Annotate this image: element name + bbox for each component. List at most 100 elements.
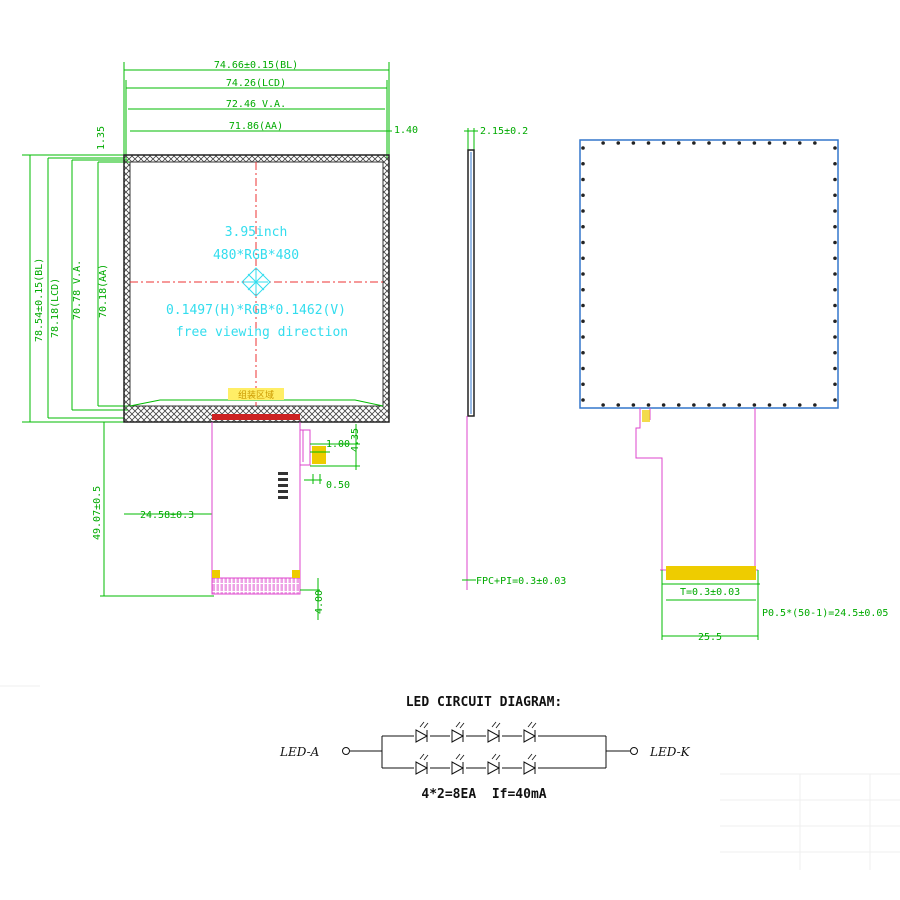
- back-edge-dots: [581, 141, 837, 407]
- edge-dot: [833, 350, 837, 355]
- edge-dot: [581, 303, 585, 308]
- dim-height-bl: 78.54±0.15(BL): [34, 258, 45, 342]
- fpc-tail-back: [635, 408, 758, 571]
- edge-dot: [707, 141, 711, 145]
- edge-dot: [631, 403, 636, 407]
- edge-dot: [601, 403, 605, 407]
- panel-viewing: free viewing direction: [176, 325, 348, 340]
- edge-dot: [782, 403, 787, 407]
- edge-dot: [661, 141, 666, 145]
- dim-fpc-offset: 24.58±0.3: [140, 510, 194, 521]
- back-panel: [579, 139, 839, 409]
- edge-dot: [676, 141, 681, 145]
- edge-dot: [616, 141, 621, 145]
- fpc-connector-tab: [300, 429, 311, 466]
- dim-conn-pitch: 0.50: [326, 480, 350, 491]
- edge-dot: [581, 146, 585, 150]
- edge-dot: [752, 403, 757, 407]
- dim-height-va: 70.78 V.A.: [72, 260, 83, 320]
- dim-fpc-thickness: FPC+PI=0.3±0.03: [476, 576, 566, 587]
- edge-dot: [722, 141, 726, 145]
- edge-dot: [581, 256, 585, 261]
- front-view: 74.66±0.15(BL) 74.26(LCD) 72.46 V.A. 71.…: [22, 60, 418, 620]
- edge-dot: [692, 403, 696, 407]
- dim-pitch-formula: P0.5*(50-1)=24.5±0.05: [762, 608, 888, 619]
- dim-width-aa: 71.86(AA): [229, 121, 283, 132]
- back-view: T=0.3±0.03 P0.5*(50-1)=24.5±0.05 25.5: [579, 139, 888, 643]
- led-diode: [486, 721, 502, 743]
- edge-dot: [581, 161, 585, 166]
- edge-dot: [661, 403, 666, 407]
- side-view: 2.15±0.2 FPC+PI=0.3±0.03: [462, 126, 566, 590]
- dim-conn-height: 4.35: [350, 428, 361, 452]
- dim-top-margin: 1.35: [96, 126, 107, 150]
- led-diode: [450, 721, 466, 743]
- dim-right-margin: 1.40: [394, 125, 418, 136]
- edge-dot: [833, 224, 837, 229]
- panel-pixel-pitch: 0.1497(H)*RGB*0.1462(V): [166, 303, 346, 318]
- edge-dot: [833, 366, 837, 371]
- edge-dot: [833, 303, 837, 308]
- edge-dot: [581, 398, 585, 402]
- red-strip: [212, 414, 300, 420]
- edge-dot: [676, 403, 681, 407]
- led-diode: [522, 721, 538, 743]
- fpc-tail-front: [211, 422, 301, 579]
- edge-dot: [833, 287, 837, 292]
- dim-width-bl: 74.66±0.15(BL): [214, 60, 298, 71]
- led-circuit: LED CIRCUIT DIAGRAM: LED-A LED-K 4*2=8EA…: [279, 695, 691, 802]
- edge-dot: [581, 240, 585, 245]
- edge-dot: [737, 403, 742, 407]
- edge-dot: [833, 335, 837, 339]
- edge-dot: [601, 141, 605, 145]
- connector-pads: [312, 446, 326, 464]
- edge-dot: [581, 382, 585, 387]
- edge-dot: [833, 146, 837, 150]
- led-anode-label: LED-A: [279, 745, 320, 759]
- fpc-component: [278, 472, 288, 499]
- led-diodes: [414, 721, 538, 775]
- dim-width-lcd: 74.26(LCD): [226, 78, 286, 89]
- led-diode: [522, 753, 538, 775]
- panel-resolution: 480*RGB*480: [213, 248, 299, 263]
- edge-dot: [833, 209, 837, 213]
- edge-dot: [797, 403, 802, 407]
- bottom-label: 组装区域: [238, 389, 274, 401]
- bottom-label-box: [228, 388, 284, 400]
- dim-height-lcd: 78.18(LCD): [50, 278, 61, 338]
- edge-dot: [581, 319, 585, 324]
- edge-dot: [782, 141, 787, 145]
- edge-dot: [692, 141, 696, 145]
- edge-dot: [833, 272, 837, 276]
- dim-fpc-t: T=0.3±0.03: [680, 587, 740, 598]
- led-cathode-label: LED-K: [649, 745, 691, 759]
- dim-height-aa: 70.18(AA): [98, 264, 109, 318]
- edge-dot: [767, 403, 772, 407]
- edge-dot: [646, 403, 651, 407]
- edge-dot: [616, 403, 621, 407]
- edge-dot: [722, 403, 726, 407]
- anode-terminal: [342, 747, 350, 755]
- back-tab-gold: [642, 410, 650, 422]
- edge-dot: [737, 141, 742, 145]
- edge-dot: [581, 224, 585, 229]
- edge-dot: [833, 177, 837, 182]
- edge-dot: [833, 319, 837, 324]
- edge-dot: [833, 193, 837, 198]
- cathode-terminal: [630, 747, 638, 755]
- edge-dot: [581, 209, 585, 213]
- dim-thickness: 2.15±0.2: [480, 126, 528, 137]
- fpc-connector-front: [211, 577, 301, 595]
- edge-dot: [833, 382, 837, 387]
- led-note: 4*2=8EA If=40mA: [421, 787, 546, 802]
- edge-dot: [581, 272, 585, 276]
- edge-dot: [833, 398, 837, 402]
- edge-dot: [833, 240, 837, 245]
- edge-dot: [581, 335, 585, 339]
- edge-dot: [707, 403, 711, 407]
- fpc-gold-left: [212, 570, 220, 578]
- edge-dot: [833, 161, 837, 166]
- led-diode: [486, 753, 502, 775]
- led-diode: [414, 721, 430, 743]
